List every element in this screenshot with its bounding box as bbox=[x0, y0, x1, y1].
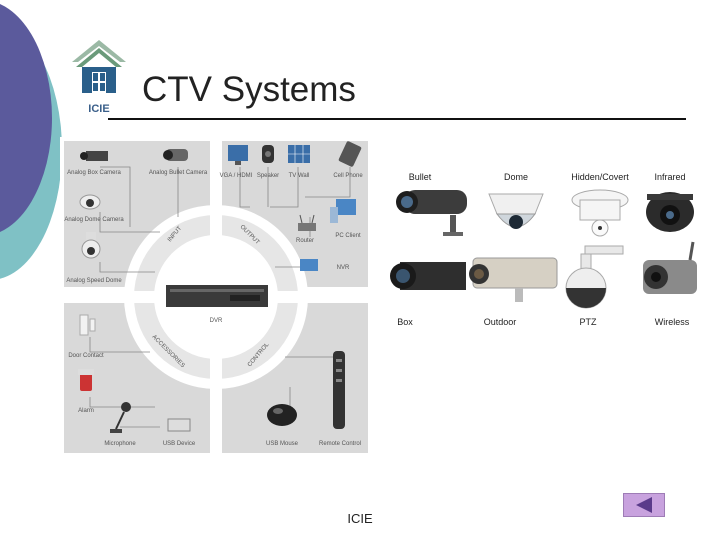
svg-text:USB Device: USB Device bbox=[163, 441, 196, 447]
speaker-device: Speaker bbox=[257, 145, 279, 179]
wireless-camera-image bbox=[643, 241, 697, 294]
caption-bullet: Bullet bbox=[409, 172, 432, 182]
analog-speed-dome: Analog Speed Dome bbox=[66, 232, 122, 284]
bullet-camera-image bbox=[396, 190, 467, 236]
svg-text:Analog Box Camera: Analog Box Camera bbox=[67, 170, 121, 176]
door-contact: Door Contact bbox=[68, 314, 104, 359]
caption-hidden: Hidden/Covert bbox=[571, 172, 629, 182]
footer-text: ICIE bbox=[347, 511, 373, 526]
slide-title: CTV Systems bbox=[142, 70, 356, 109]
svg-text:Cell Phone: Cell Phone bbox=[333, 173, 363, 179]
svg-text:Router: Router bbox=[296, 238, 314, 244]
infrared-camera-image bbox=[646, 192, 694, 232]
hidden-covert-camera-image bbox=[571, 189, 629, 237]
svg-text:Analog Speed Dome: Analog Speed Dome bbox=[66, 278, 122, 284]
svg-text:Remote Control: Remote Control bbox=[319, 441, 361, 447]
svg-text:Analog Bullet Camera: Analog Bullet Camera bbox=[149, 170, 208, 176]
decorative-corner-shapes bbox=[0, 3, 62, 279]
dome-camera-image bbox=[488, 193, 544, 229]
usb-device: USB Device bbox=[163, 418, 196, 447]
title-underline bbox=[108, 118, 686, 120]
box-camera-image bbox=[390, 262, 466, 290]
dvr-label: DVR bbox=[210, 318, 223, 324]
svg-text:USB Mouse: USB Mouse bbox=[266, 441, 299, 447]
cell-phone: Cell Phone bbox=[333, 141, 363, 179]
pc-client: PC Client bbox=[330, 199, 361, 239]
svg-text:VGA / HDMI: VGA / HDMI bbox=[220, 173, 253, 179]
analog-dome-camera: Analog Dome Camera bbox=[64, 194, 124, 223]
caption-outdoor: Outdoor bbox=[484, 317, 517, 327]
svg-text:Microphone: Microphone bbox=[104, 441, 136, 447]
ptz-camera-image bbox=[565, 245, 624, 309]
cctv-system-diagram: INPUT OUTPUT ACCESSORIES CONTROL DVR Ana… bbox=[60, 137, 372, 457]
alarm-device: Alarm bbox=[78, 369, 94, 414]
svg-text:Door Contact: Door Contact bbox=[68, 353, 104, 359]
svg-text:TV Wall: TV Wall bbox=[289, 173, 310, 179]
caption-infrared: Infrared bbox=[654, 172, 685, 182]
previous-slide-button[interactable] bbox=[623, 493, 665, 517]
remote-control: Remote Control bbox=[319, 351, 361, 447]
svg-text:Alarm: Alarm bbox=[78, 408, 94, 414]
caption-ptz: PTZ bbox=[580, 317, 598, 327]
logo-text: ICIE bbox=[88, 103, 109, 115]
tv-wall: TV Wall bbox=[288, 145, 310, 179]
router-device: Router bbox=[296, 214, 316, 244]
microphone-device: Microphone bbox=[104, 402, 136, 447]
analog-bullet-camera: Analog Bullet Camera bbox=[149, 149, 208, 176]
caption-wireless: Wireless bbox=[655, 317, 690, 327]
vga-hdmi-monitor: VGA / HDMI bbox=[220, 145, 253, 179]
outdoor-camera-image bbox=[469, 257, 558, 302]
nvr-device: NVR bbox=[300, 259, 350, 271]
caption-dome: Dome bbox=[504, 172, 528, 182]
svg-text:Speaker: Speaker bbox=[257, 173, 279, 179]
caption-box: Box bbox=[397, 317, 413, 327]
camera-types-gallery: Bullet Dome Hidden/Covert Infrared bbox=[390, 172, 697, 327]
usb-mouse: USB Mouse bbox=[266, 404, 299, 447]
icie-logo: ICIE bbox=[68, 38, 130, 116]
back-arrow-icon bbox=[636, 497, 652, 513]
analog-box-camera: Analog Box Camera bbox=[67, 151, 122, 176]
svg-text:NVR: NVR bbox=[337, 265, 350, 271]
svg-text:PC Client: PC Client bbox=[335, 233, 361, 239]
svg-text:Analog Dome Camera: Analog Dome Camera bbox=[64, 217, 124, 223]
